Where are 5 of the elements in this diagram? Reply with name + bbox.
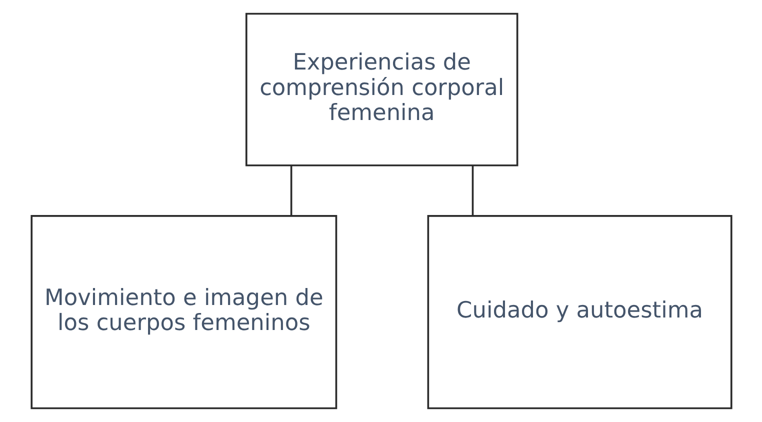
connector (290, 166, 292, 216)
connector (471, 166, 474, 216)
node-box: Cuidado y autoestima (426, 215, 732, 410)
node-box: Experiencias de comprensión corporal femenina (244, 12, 518, 166)
node-box: Movimiento e imagen de los cuerpos femeninos (30, 215, 337, 410)
